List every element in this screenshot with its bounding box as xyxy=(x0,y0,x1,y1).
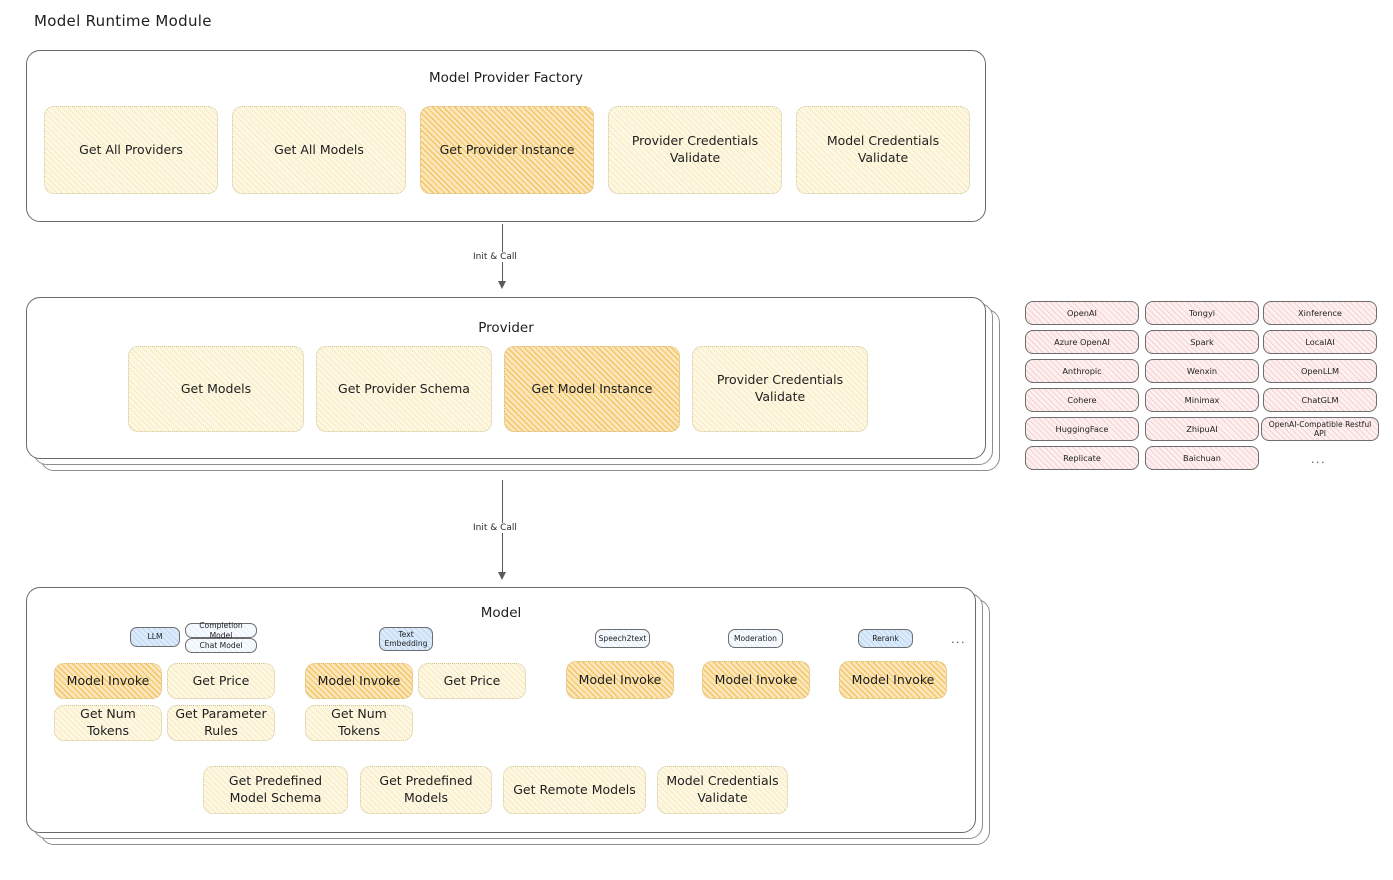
provider-chip-openai-compatible-restful-api[interactable]: OpenAI-Compatible Restful API xyxy=(1261,417,1379,441)
model-type-llm[interactable]: LLM xyxy=(130,627,180,647)
speech2text-method-model-invoke[interactable]: Model Invoke xyxy=(566,661,674,699)
text-embedding-method-get-num-tokens[interactable]: Get Num Tokens xyxy=(305,705,413,741)
provider-chip-anthropic[interactable]: Anthropic xyxy=(1025,359,1139,383)
provider-item-provider-credentials-validate[interactable]: Provider Credentials Validate xyxy=(692,346,868,432)
arrow-label-init-and-call-1: Init & Call xyxy=(469,252,521,262)
model-subtype-completion-model[interactable]: Completion Model xyxy=(185,621,257,640)
model-shared-get-remote-models[interactable]: Get Remote Models xyxy=(503,766,646,814)
text-embedding-method-model-invoke[interactable]: Model Invoke xyxy=(305,663,413,699)
factory-item-get-all-models[interactable]: Get All Models xyxy=(232,106,406,194)
provider-chip-openai[interactable]: OpenAI xyxy=(1025,301,1139,325)
provider-list-more: ... xyxy=(1311,453,1326,466)
moderation-method-model-invoke[interactable]: Model Invoke xyxy=(702,661,810,699)
provider-chip-huggingface[interactable]: HuggingFace xyxy=(1025,417,1139,441)
llm-method-model-invoke[interactable]: Model Invoke xyxy=(54,663,162,699)
provider-chip-zhipuai[interactable]: ZhipuAI xyxy=(1145,417,1259,441)
factory-item-model-credentials-validate[interactable]: Model Credentials Validate xyxy=(796,106,970,194)
model-shared-get-predefined-model-schema[interactable]: Get Predefined Model Schema xyxy=(203,766,348,814)
model-type-moderation[interactable]: Moderation xyxy=(728,629,783,648)
provider-chip-minimax[interactable]: Minimax xyxy=(1145,388,1259,412)
provider-chip-chatglm[interactable]: ChatGLM xyxy=(1263,388,1377,412)
arrow-provider-to-model-head xyxy=(497,572,506,580)
factory-item-provider-credentials-validate[interactable]: Provider Credentials Validate xyxy=(608,106,782,194)
page-title: Model Runtime Module xyxy=(34,12,212,30)
model-provider-factory-title: Model Provider Factory xyxy=(428,70,583,86)
arrow-label-init-and-call-2: Init & Call xyxy=(469,523,521,533)
rerank-method-model-invoke[interactable]: Model Invoke xyxy=(839,661,947,699)
text-embedding-method-get-price[interactable]: Get Price xyxy=(418,663,526,699)
model-subtype-chat-model[interactable]: Chat Model xyxy=(185,638,257,653)
provider-chip-azure-openai[interactable]: Azure OpenAI xyxy=(1025,330,1139,354)
factory-item-get-provider-instance[interactable]: Get Provider Instance xyxy=(420,106,594,194)
model-type-speech2text[interactable]: Speech2text xyxy=(595,629,650,648)
llm-method-get-num-tokens[interactable]: Get Num Tokens xyxy=(54,705,162,741)
provider-chip-spark[interactable]: Spark xyxy=(1145,330,1259,354)
model-title: Model xyxy=(480,605,522,621)
factory-item-get-all-providers[interactable]: Get All Providers xyxy=(44,106,218,194)
provider-chip-openllm[interactable]: OpenLLM xyxy=(1263,359,1377,383)
provider-chip-xinference[interactable]: Xinference xyxy=(1263,301,1377,325)
model-type-text-embedding[interactable]: Text Embedding xyxy=(379,627,433,651)
provider-chip-tongyi[interactable]: Tongyi xyxy=(1145,301,1259,325)
model-types-more: ... xyxy=(951,633,966,646)
provider-chip-wenxin[interactable]: Wenxin xyxy=(1145,359,1259,383)
model-shared-model-credentials-validate[interactable]: Model Credentials Validate xyxy=(657,766,788,814)
llm-method-get-price[interactable]: Get Price xyxy=(167,663,275,699)
arrow-factory-to-provider-head xyxy=(497,281,506,289)
provider-chip-localai[interactable]: LocalAI xyxy=(1263,330,1377,354)
model-shared-get-predefined-models[interactable]: Get Predefined Models xyxy=(360,766,492,814)
provider-item-get-models[interactable]: Get Models xyxy=(128,346,304,432)
provider-item-get-provider-schema[interactable]: Get Provider Schema xyxy=(316,346,492,432)
provider-item-get-model-instance[interactable]: Get Model Instance xyxy=(504,346,680,432)
provider-chip-cohere[interactable]: Cohere xyxy=(1025,388,1139,412)
provider-title: Provider xyxy=(478,320,534,336)
llm-method-get-parameter-rules[interactable]: Get Parameter Rules xyxy=(167,705,275,741)
provider-chip-replicate[interactable]: Replicate xyxy=(1025,446,1139,470)
provider-chip-baichuan[interactable]: Baichuan xyxy=(1145,446,1259,470)
model-type-rerank[interactable]: Rerank xyxy=(858,629,913,648)
